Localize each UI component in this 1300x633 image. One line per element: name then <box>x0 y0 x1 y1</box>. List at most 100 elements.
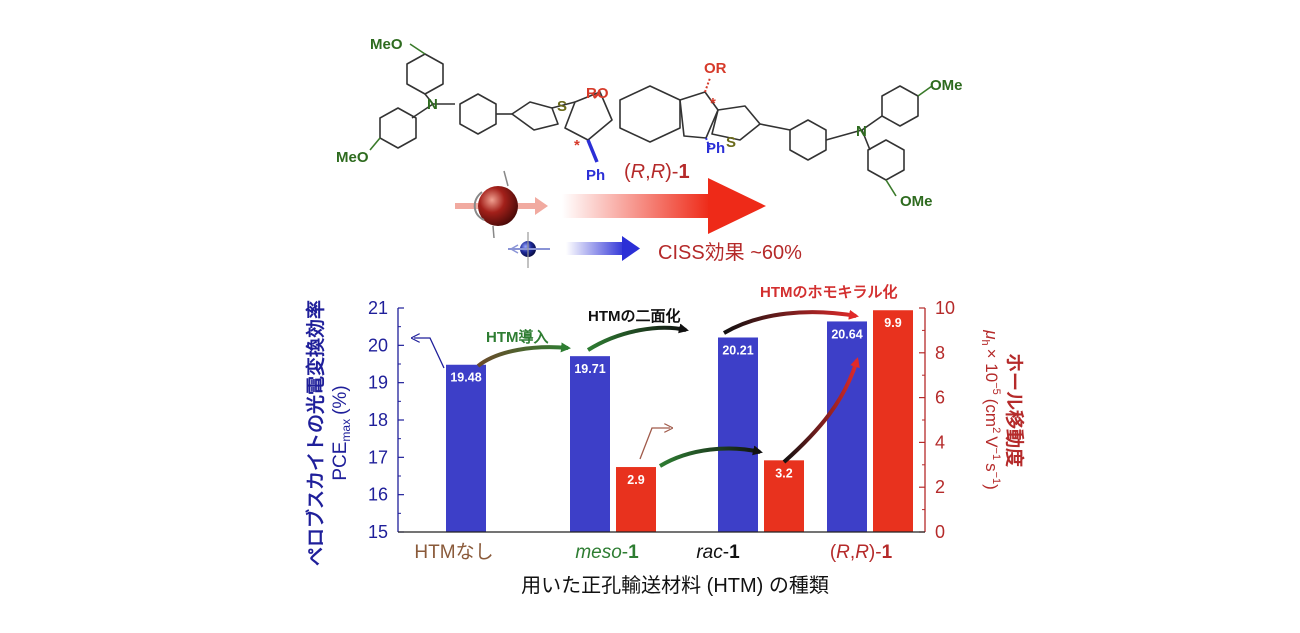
name-r2: R <box>651 161 665 183</box>
phenyl-label-right: Ph <box>706 140 725 157</box>
ring <box>867 139 905 181</box>
x-category-label: rac-1 <box>696 542 740 563</box>
substituent-ro-label: RO <box>586 85 609 102</box>
y-right-times: × 10 <box>982 349 1001 383</box>
y-left-tick-label: 19 <box>368 373 388 393</box>
bar-hole-mobility <box>764 460 804 532</box>
molecule-name: (R,R)-1 <box>624 161 690 183</box>
nitrogen-label-right: N <box>856 123 867 140</box>
stereo-mark-right: * <box>710 95 716 112</box>
name-number: 1 <box>678 161 689 183</box>
y-right-tick-label: 6 <box>935 388 945 408</box>
y-right-exp: −5 <box>990 382 1002 395</box>
spin-up-transport-arrow <box>562 194 710 218</box>
y-right-tick-label: 2 <box>935 477 945 497</box>
htm-homochiral-arrow-lower <box>782 357 860 464</box>
bar-pce <box>570 356 610 532</box>
y-right-unit-close: ) <box>982 484 1001 490</box>
y-left-sub: max <box>339 419 353 442</box>
x-category-part: HTMなし <box>414 542 493 563</box>
htm-dimer-arrow-upper <box>586 323 689 352</box>
y-left-axis-label: ペロブスカイトの光電変換効率 <box>304 300 327 566</box>
left-axis-hint-arrow <box>414 338 445 369</box>
y-left-axis-label-2: PCEmax (%) <box>330 385 353 480</box>
bar-pce-value-label: 20.64 <box>831 327 862 341</box>
substituent-or-label: OR <box>704 60 727 77</box>
x-category-part: ( <box>830 542 837 563</box>
htm-dimer-label: HTMの二面化 <box>588 307 681 325</box>
x-category-part: rac <box>696 542 723 563</box>
x-category-part: 1 <box>628 542 639 563</box>
bar-pce-value-label: 19.48 <box>450 371 481 385</box>
bar-pce <box>446 364 486 532</box>
y-left-tick-label: 21 <box>368 298 388 318</box>
bar-hole-mobility-value-label: 3.2 <box>775 466 792 480</box>
y-right-mu: μ <box>982 329 1001 340</box>
y-right-tick-label: 4 <box>935 432 945 452</box>
x-category-part: meso <box>575 542 621 563</box>
y-right-tick-label: 0 <box>935 522 945 542</box>
ring <box>511 101 559 131</box>
ring <box>406 53 444 95</box>
y-left-tick-label: 17 <box>368 447 388 467</box>
x-category-part: )- <box>869 542 882 563</box>
y-left-tick-label: 20 <box>368 335 388 355</box>
name-r1: R <box>631 161 645 183</box>
x-category-part: - <box>622 542 628 563</box>
y-left-tick-label: 18 <box>368 410 388 430</box>
name-comma: , <box>645 161 651 183</box>
methoxy-label-bottom-left: MeO <box>336 149 369 166</box>
y-right-tick-label: 10 <box>935 298 955 318</box>
x-category-part: , <box>850 542 855 563</box>
y-right-mu-sub: h <box>979 340 991 346</box>
y-left-label-line1: ペロブスカイトの光電変換効率 <box>304 300 327 566</box>
htm-homochiral-arrow-upper <box>722 309 859 335</box>
y-left-tick-label: 16 <box>368 485 388 505</box>
y-right-unit-open: (cm <box>982 399 1001 427</box>
y-left-pce: PCE <box>330 442 351 481</box>
y-right-unit-sexp: −1 <box>990 472 1002 485</box>
bar-hole-mobility <box>616 467 656 532</box>
methoxy-label-bottom-right: OMe <box>900 193 933 210</box>
bar-hole-mobility-value-label: 9.9 <box>884 316 901 330</box>
x-category-part: R <box>836 542 850 563</box>
bar-pce <box>827 321 867 532</box>
y-right-unit-vexp: −1 <box>990 448 1002 461</box>
methoxy-label-top-right: OMe <box>930 77 963 94</box>
htm-intro-label: HTM導入 <box>486 328 549 346</box>
y-right-label-line1: ホール移動度 <box>1003 353 1026 468</box>
sulfur-label-right: S <box>726 134 736 151</box>
ring <box>711 105 761 141</box>
y-right-axis-label: ホール移動度 <box>1003 353 1026 468</box>
spin-up-electron-icon <box>478 186 518 226</box>
ring <box>881 85 919 127</box>
ring <box>789 119 827 161</box>
y-left-tick-label: 15 <box>368 522 388 542</box>
methoxy-label-top-left: MeO <box>370 36 403 53</box>
name-prefix: ( <box>624 161 631 183</box>
molecule-labels: MeO MeO OMe OMe N N S S RO OR Ph Ph * * <box>336 36 963 210</box>
spin-down-transport-arrow <box>566 242 626 255</box>
y-right-unit-sq: 2 <box>990 427 1002 433</box>
bar-pce-value-label: 20.21 <box>722 343 753 357</box>
molecule-structure <box>369 43 933 197</box>
x-category-part: 1 <box>882 542 893 563</box>
x-category-part: R <box>855 542 869 563</box>
y-right-axis-label-2: μh× 10−5(cm2V−1s−1) <box>979 329 1002 490</box>
htm-homochiral-label: HTMのホモキラル化 <box>760 283 898 301</box>
right-axis-hint-arrow <box>639 428 670 460</box>
spin-illustration: CISS効果 ~60% <box>455 170 802 268</box>
bar-hole-mobility-value-label: 2.9 <box>627 473 644 487</box>
htm-intro-arrow <box>476 342 571 368</box>
y-right-unit-s: s <box>982 463 1001 472</box>
y-right-unit-v: V <box>982 436 1001 448</box>
x-axis-title: 用いた正孔輸送材料 (HTM) の種類 <box>521 574 829 597</box>
bar-pce-value-label: 19.71 <box>574 362 605 376</box>
nitrogen-label-left: N <box>427 96 438 113</box>
x-category-part: 1 <box>729 542 740 563</box>
x-category-label: (R,R)-1 <box>830 542 893 563</box>
x-category-label: HTMなし <box>414 542 493 563</box>
stereo-mark-left: * <box>574 137 580 154</box>
y-left-unit: (%) <box>330 385 351 415</box>
